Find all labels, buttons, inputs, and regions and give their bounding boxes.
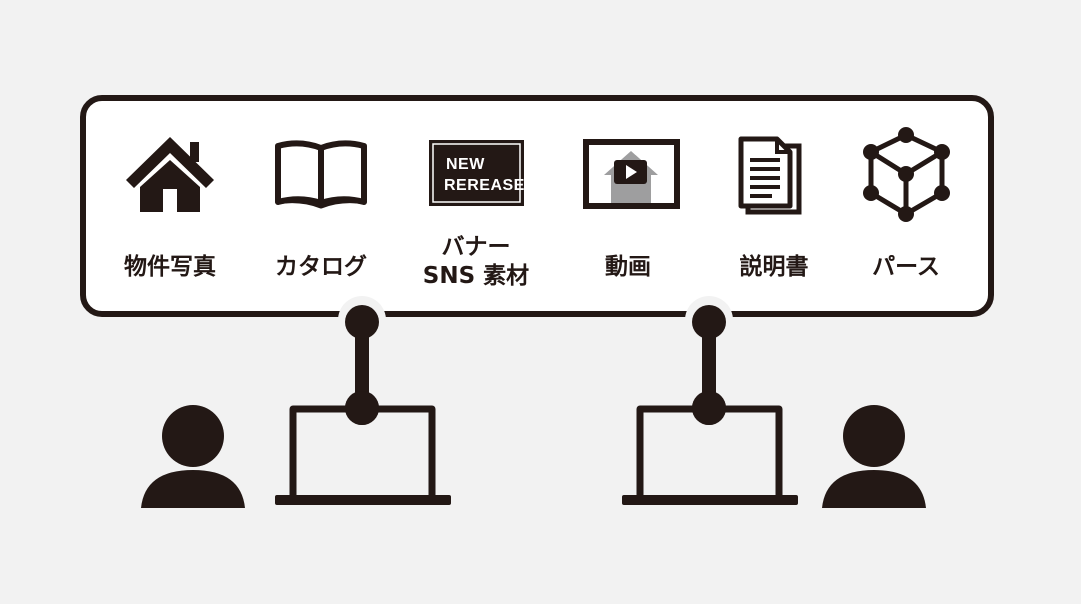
house-icon [126, 137, 214, 212]
asset-label-manual: 説明書 [739, 254, 809, 280]
asset-label-photos: 物件写真 [124, 254, 216, 280]
asset-label-video: 動画 [605, 254, 651, 280]
video-icon [583, 139, 680, 209]
banner-icon-line1: NEW [446, 156, 485, 173]
asset-label-banner-line2: SNS 素材 [422, 263, 530, 289]
asset-label-banner: バナー SNS 素材 [401, 233, 551, 291]
asset-label-banner-line1: バナー [441, 234, 511, 260]
banner-icon-line2: REREASE [444, 177, 525, 194]
cube-icon [863, 127, 950, 222]
asset-library-panel [80, 95, 994, 317]
asset-label-perspective: パース [872, 254, 940, 280]
banner-icon: NEW REREASE [429, 140, 525, 206]
asset-label-catalog: カタログ [275, 254, 367, 280]
documents-icon [738, 136, 802, 215]
laptop-icon [622, 391, 798, 505]
open-book-icon [275, 140, 367, 209]
user-icon [822, 405, 926, 508]
user-icon [141, 405, 245, 508]
laptop-icon [275, 391, 451, 505]
